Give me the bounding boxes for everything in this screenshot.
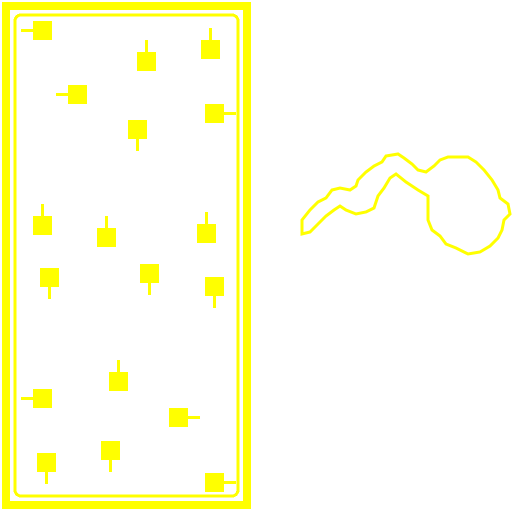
tank-barrel [21,397,33,400]
tank-sprite [109,360,128,391]
tank-sprite [101,441,120,472]
tank-barrel [213,296,216,308]
tank-barrel [117,360,120,372]
tank-body [169,408,188,427]
arena-inner-wall [13,13,240,498]
tank-sprite [205,277,224,308]
tank-body [205,277,224,296]
tank-barrel [209,28,212,40]
tank-sprite [137,40,156,71]
tank-sprite [97,216,116,247]
tank-sprite [33,204,52,235]
arena-enclosure [2,2,251,509]
tank-barrel [48,287,51,299]
tank-barrel [56,93,68,96]
tank-sprite [40,268,59,299]
tank-barrel [224,481,236,484]
tank-body [205,473,224,492]
tank-barrel [41,204,44,216]
tank-sprite [201,28,220,59]
tank-body [40,268,59,287]
tank-sprite [21,389,52,408]
tank-body [33,216,52,235]
tank-sprite [205,473,236,492]
tank-body [205,104,224,123]
tank-barrel [105,216,108,228]
tank-body [140,264,159,283]
tank-barrel [45,472,48,484]
tank-layer [21,21,236,492]
tank-body [68,85,87,104]
tank-body [33,389,52,408]
tank-barrel [148,283,151,295]
tank-body [109,372,128,391]
arena-outer-wall [2,2,251,509]
tank-sprite [205,104,236,123]
tank-body [137,52,156,71]
tank-barrel [145,40,148,52]
tank-body [97,228,116,247]
tank-barrel [188,416,200,419]
tank-sprite [169,408,200,427]
tank-body [128,120,147,139]
tank-sprite [56,85,87,104]
tank-sprite [128,120,147,151]
tank-sprite [21,21,52,40]
tank-sprite [140,264,159,295]
tank-barrel [136,139,139,151]
tank-barrel [224,112,236,115]
blob-outline-shape [300,152,512,256]
tank-body [201,40,220,59]
tank-sprite [197,212,216,243]
tank-barrel [205,212,208,224]
tank-body [101,441,120,460]
tank-barrel [109,460,112,472]
tank-barrel [21,29,33,32]
tank-body [33,21,52,40]
tank-sprite [37,453,56,484]
tank-body [37,453,56,472]
tank-body [197,224,216,243]
